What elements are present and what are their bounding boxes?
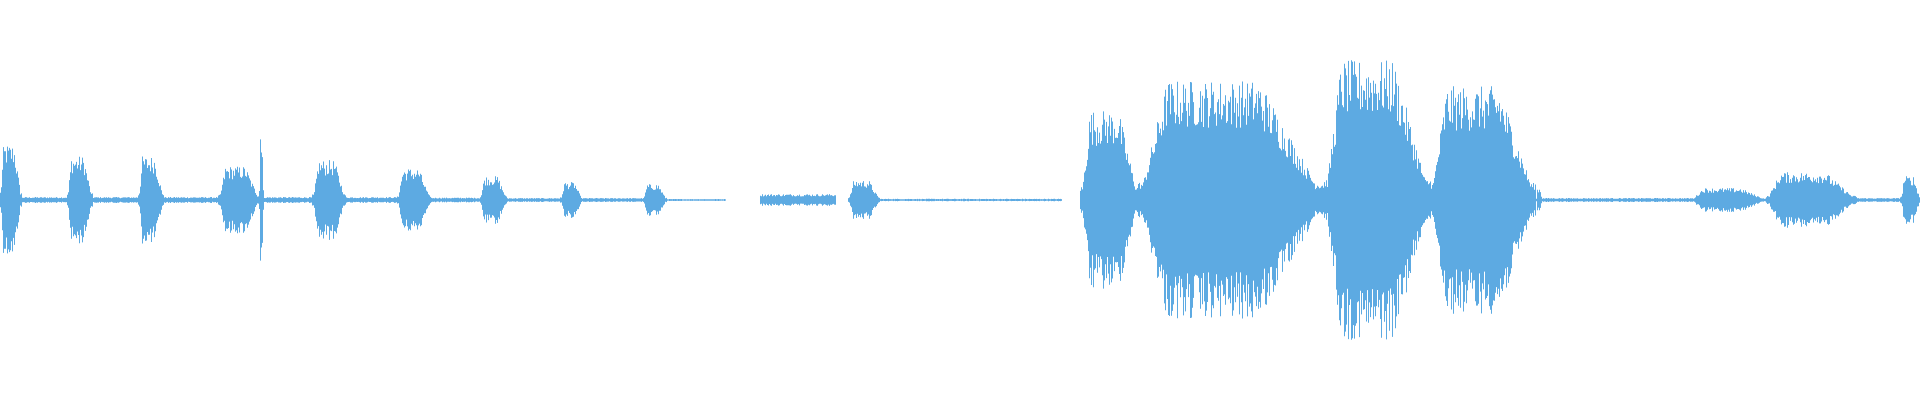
waveform-segment: [848, 181, 880, 219]
waveform-segment: [263, 197, 313, 203]
waveform-segment: [67, 156, 93, 244]
waveform-segment: [138, 156, 164, 244]
waveform-segment: [643, 184, 667, 216]
waveform-segment: [345, 197, 398, 203]
waveform-segment: [92, 197, 139, 203]
waveform-segment: [1541, 198, 1692, 202]
waveform-segment: [21, 197, 68, 203]
waveform-segment: [581, 198, 644, 202]
waveform-segment: [430, 197, 480, 203]
waveform-segment: [1138, 81, 1325, 319]
waveform-segment: [666, 199, 726, 201]
waveform-segment: [1430, 86, 1536, 314]
waveform-segment: [312, 160, 346, 240]
waveform-segment: [163, 197, 219, 203]
waveform-segment: [879, 198, 1062, 202]
waveform-segment: [1536, 189, 1542, 211]
waveform-segment: [259, 139, 264, 261]
waveform-segment: [218, 166, 260, 234]
waveform-segment: [1900, 176, 1920, 224]
waveform-segment: [397, 169, 431, 231]
waveform-segment: [480, 176, 507, 224]
waveform-segment: [1080, 111, 1139, 289]
waveform-segment: [560, 182, 582, 218]
waveform-segment: [0, 146, 22, 254]
waveform-segment: [760, 194, 836, 206]
waveform-segment: [1324, 60, 1431, 340]
waveform-segment: [1856, 198, 1901, 202]
waveform-peaks: [0, 60, 1920, 340]
waveform-segment: [506, 198, 561, 202]
waveform-segment: [1691, 188, 1767, 212]
waveform-segment: [1766, 172, 1857, 228]
